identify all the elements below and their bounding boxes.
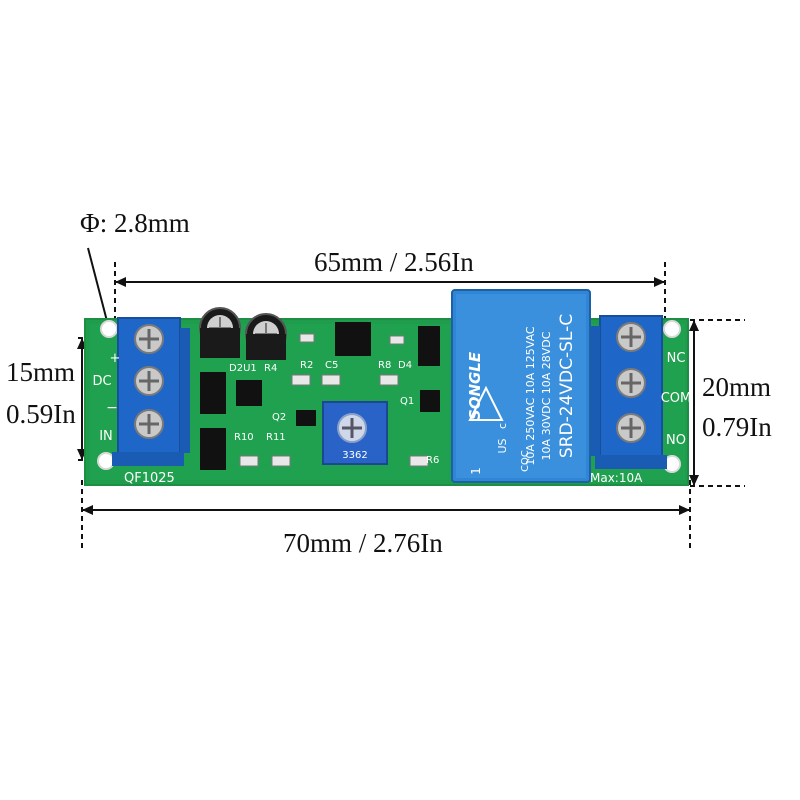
screw <box>134 324 164 354</box>
left-height-in-label: 0.59In <box>6 399 76 429</box>
relay-rating-2: 10A 30VDC 10A 28VDC <box>540 331 553 460</box>
component-label: R6 <box>426 455 439 466</box>
relay-mark-cqc: CQC <box>520 450 531 472</box>
board-model: QF1025 <box>124 471 175 486</box>
mounting-hole <box>663 320 681 338</box>
relay-mark-us: US <box>496 438 509 453</box>
input-terminal-block <box>112 317 190 466</box>
relay: SONGLE 1 US c 10A 250VAC 10A 125VAC 10A … <box>451 289 591 483</box>
right-height-mm-label: 20mm <box>702 372 772 402</box>
component-label: R8 <box>378 360 391 371</box>
screw <box>616 368 646 398</box>
output-label-no: NO <box>666 433 686 448</box>
hole-leader-line <box>87 247 109 326</box>
input-label-dc: DC <box>92 374 111 389</box>
ic-chip <box>335 322 371 356</box>
component-label: R10 <box>234 432 254 443</box>
component-label: C5 <box>325 360 338 371</box>
screw <box>616 322 646 352</box>
component-label: R11 <box>266 432 286 443</box>
trim-potentiometer[interactable]: 3362 <box>322 401 388 465</box>
component-label: D4 <box>398 360 412 371</box>
inner-width-label: 65mm / 2.56In <box>314 247 474 277</box>
left-height-mm-label: 15mm <box>6 357 76 387</box>
input-label-in: IN <box>99 429 113 444</box>
component-label: Q2 <box>272 412 286 423</box>
screw <box>134 409 164 439</box>
silkscreen: + DC − IN NC COM NO QF1025 Max:10A D2U1 … <box>92 351 691 486</box>
smd-components <box>200 322 440 470</box>
input-label-plus: + <box>110 351 121 366</box>
right-height-in-label: 0.79In <box>702 412 772 442</box>
input-label-minus: − <box>106 400 118 416</box>
mounting-hole <box>100 320 118 338</box>
electrolytic-capacitor <box>199 307 241 358</box>
total-width-label: 70mm / 2.76In <box>283 528 443 558</box>
hole-diameter-label: Φ: 2.8mm <box>80 208 190 238</box>
warning-triangle-icon <box>468 385 504 421</box>
relay-mark-1: 1 <box>469 467 483 475</box>
component-label: R2 <box>300 360 313 371</box>
electrolytic-capacitor <box>245 313 287 360</box>
component-label: D2U1 <box>229 363 257 374</box>
output-terminal-block <box>590 315 667 469</box>
board-max-rating: Max:10A <box>590 471 643 485</box>
screw <box>616 413 646 443</box>
relay-mark-c: c <box>496 423 509 429</box>
output-label-com: COM <box>661 391 692 406</box>
potentiometer-label: 3362 <box>342 450 367 461</box>
mounting-hole <box>97 452 115 470</box>
output-label-nc: NC <box>667 351 686 366</box>
screw <box>134 366 164 396</box>
component-label: Q1 <box>400 396 414 407</box>
component-label: R4 <box>264 363 277 374</box>
relay-rating-1: 10A 250VAC 10A 125VAC <box>524 326 537 466</box>
relay-model: SRD-24VDC-SL-C <box>557 314 577 458</box>
